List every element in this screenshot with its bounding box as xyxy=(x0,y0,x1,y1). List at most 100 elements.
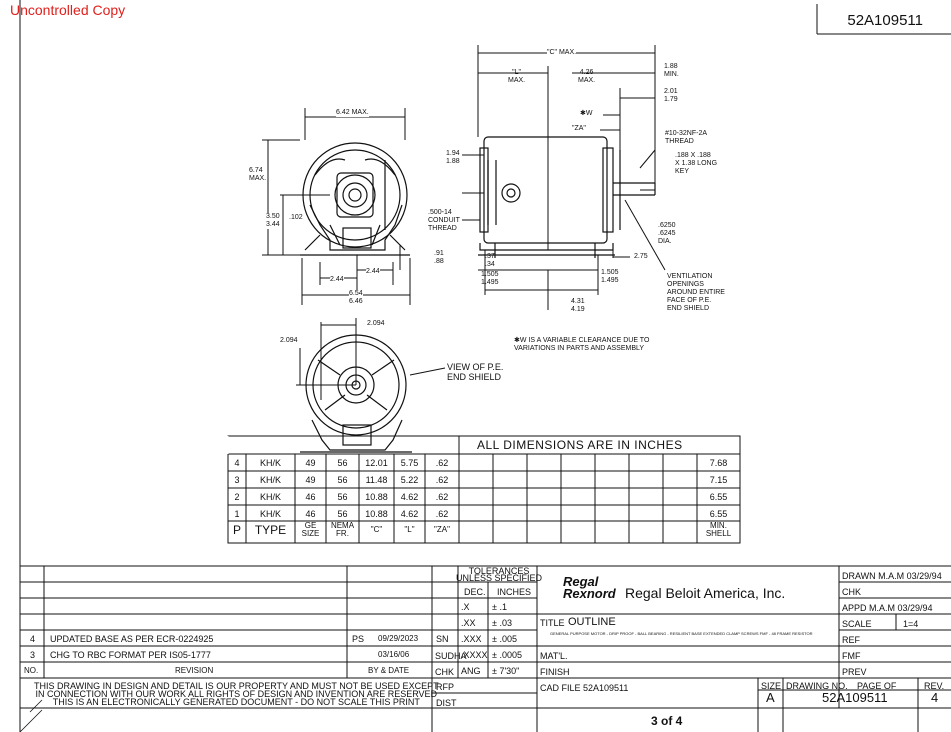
dim-w: ✱W xyxy=(580,110,593,117)
dim-194: 1.94 1.88 xyxy=(446,150,460,165)
dim-6250: .6250 .6245 DIA. xyxy=(658,222,676,245)
drawing-subtitle: GENERAL PURPOSE MOTOR - DRIP PROOF - BAL… xyxy=(550,631,813,636)
page-indicator: 3 of 4 xyxy=(651,714,683,728)
dim-table-cell-type: KH/K xyxy=(259,492,281,502)
prev-label: PREV xyxy=(842,667,867,677)
dim-za: "ZA" xyxy=(572,125,586,132)
dim-table-cell-nema: 56 xyxy=(337,458,348,468)
finish-label: FINISH xyxy=(540,667,570,677)
size-value: A xyxy=(766,690,775,705)
dim-table-cell-shell: 7.68 xyxy=(709,458,728,468)
dim-244-b: 2.44 xyxy=(330,276,344,284)
ventilation-note: VENTILATION OPENINGS AROUND ENTIRE FACE … xyxy=(667,273,725,312)
dim-l-max: "L" MAX. xyxy=(508,69,526,84)
property-notice: THIS DRAWING IN DESIGN AND DETAIL IS OUR… xyxy=(34,681,439,707)
dim-244-a: 2.44 xyxy=(366,268,380,276)
dim-642: 6.42 MAX. xyxy=(336,109,369,117)
dim-table-header-l: "L" xyxy=(404,525,415,534)
dim-350: 3.50 3.44 xyxy=(266,213,280,229)
dim-201: 2.01 1.79 xyxy=(664,88,678,103)
rev4-no: 4 xyxy=(30,634,36,644)
dim-table-cell-shell: 6.55 xyxy=(709,492,728,502)
front-view xyxy=(300,142,410,256)
rev3-desc: CHG TO RBC FORMAT PER IS05-1777 xyxy=(50,650,211,660)
dim-188-min: 1.88 MIN. xyxy=(664,63,679,78)
by-date-header: BY & DATE xyxy=(368,666,410,675)
dim-c-max: "C" MAX. xyxy=(547,49,577,57)
dim-table-title: ALL DIMENSIONS ARE IN INCHES xyxy=(477,438,683,452)
rev3-no: 3 xyxy=(30,650,36,660)
cad-file: CAD FILE 52A109511 xyxy=(540,683,629,693)
dim-table-header-shell: MIN. SHELL xyxy=(705,521,732,538)
dim-91: .91 .88 xyxy=(434,250,444,265)
dim-table-cell-c: 12.01 xyxy=(365,458,388,468)
dim-table-cell-p: 4 xyxy=(234,458,240,468)
dim-2094-b: 2.094 xyxy=(280,337,298,344)
dim-674: 6.74 MAX. xyxy=(249,167,267,183)
dim-table-cell-l: 5.22 xyxy=(400,475,419,485)
dim-table-cell-za: .62 xyxy=(435,492,449,502)
dim-table-cell-l: 5.75 xyxy=(400,458,419,468)
dim-table-cell-p: 3 xyxy=(234,475,240,485)
scale-label: SCALE xyxy=(842,619,872,629)
dim-table-cell-ge: 49 xyxy=(305,458,316,468)
drawn-by: DRAWN M.A.M 03/29/94 xyxy=(842,571,942,581)
dim-table-cell-l: 4.62 xyxy=(400,509,419,519)
tolerance-value: ± .005 xyxy=(492,634,517,644)
sn-label: SN xyxy=(436,634,449,644)
rev-label: REV. xyxy=(924,681,945,691)
dim-table-cell-ge: 49 xyxy=(305,475,316,485)
dim-table-cell-type: KH/K xyxy=(259,458,281,468)
page-of-label: PAGE OF xyxy=(857,681,897,691)
dim-table-cell-c: 10.88 xyxy=(365,509,388,519)
rev4-by: PS xyxy=(352,634,365,644)
view-pe-end-shield-label: VIEW OF P.E. END SHIELD xyxy=(447,362,504,382)
revision-header: REVISION xyxy=(175,666,214,675)
dim-table-cell-c: 11.48 xyxy=(365,475,388,485)
key-note: .188 X .188 X 1.38 LONG KEY xyxy=(675,152,718,175)
dim-table-cell-p: 1 xyxy=(234,509,240,519)
rev4-desc: UPDATED BASE AS PER ECR-0224925 xyxy=(50,634,214,644)
tolerance-value: ± .0005 xyxy=(492,650,522,660)
tolerance-value: ± .1 xyxy=(492,602,507,612)
material-label: MAT'L. xyxy=(540,651,568,661)
dim-table-cell-za: .62 xyxy=(435,458,449,468)
approved-by: APPD M.A.M 03/29/94 xyxy=(842,603,933,613)
dim-table-cell-za: .62 xyxy=(435,509,449,519)
checked-by-label: CHK xyxy=(842,587,862,597)
dim-102: .102 xyxy=(289,214,303,221)
drawing-title: OUTLINE xyxy=(568,616,616,628)
rev4-date: 09/29/2023 xyxy=(378,634,419,643)
dim-table-header-type: TYPE xyxy=(254,523,287,537)
dim-table-header-za: "ZA" xyxy=(434,525,450,534)
company-logo: Regal Rexnord xyxy=(563,574,616,601)
tolerance-value: ± .03 xyxy=(492,618,512,628)
side-view xyxy=(478,136,656,258)
tolerance-decimal: .XXX xyxy=(461,634,482,644)
dim-654: 6.54 6.46 xyxy=(349,290,363,306)
dim-table-cell-nema: 56 xyxy=(337,492,348,502)
dim-1505-a: 1.505 1.495 xyxy=(481,271,499,286)
revision-no-header: NO. xyxy=(24,666,39,675)
thread-note: #10-32NF-2A THREAD xyxy=(665,130,708,145)
tol-inches-header: INCHES xyxy=(497,587,532,597)
dim-table-header-nema: NEMA FR. xyxy=(330,521,355,538)
tolerance-value: ± 7'30" xyxy=(492,666,520,676)
chk-label: CHK xyxy=(435,667,455,677)
dim-table-cell-l: 4.62 xyxy=(400,492,419,502)
dim-table-cell-nema: 56 xyxy=(337,475,348,485)
dim-table-cell-type: KH/K xyxy=(259,509,281,519)
scale-value: 1=4 xyxy=(903,619,919,629)
uncontrolled-copy-stamp: Uncontrolled Copy xyxy=(10,2,126,18)
dim-table-header-p: P xyxy=(232,523,241,537)
title-label: TITLE xyxy=(540,618,565,628)
dim-table-cell-type: KH/K xyxy=(259,475,281,485)
dim-431: 4.31 4.19 xyxy=(571,298,585,313)
tolerance-decimal: .XXXX xyxy=(461,650,488,660)
ref-label: REF xyxy=(842,635,860,645)
drawing-number-header: 52A109511 xyxy=(847,12,923,29)
dim-table-header-c: "C" xyxy=(370,525,383,534)
size-label: SIZE xyxy=(761,681,782,691)
tolerance-decimal: ANG xyxy=(461,666,481,676)
